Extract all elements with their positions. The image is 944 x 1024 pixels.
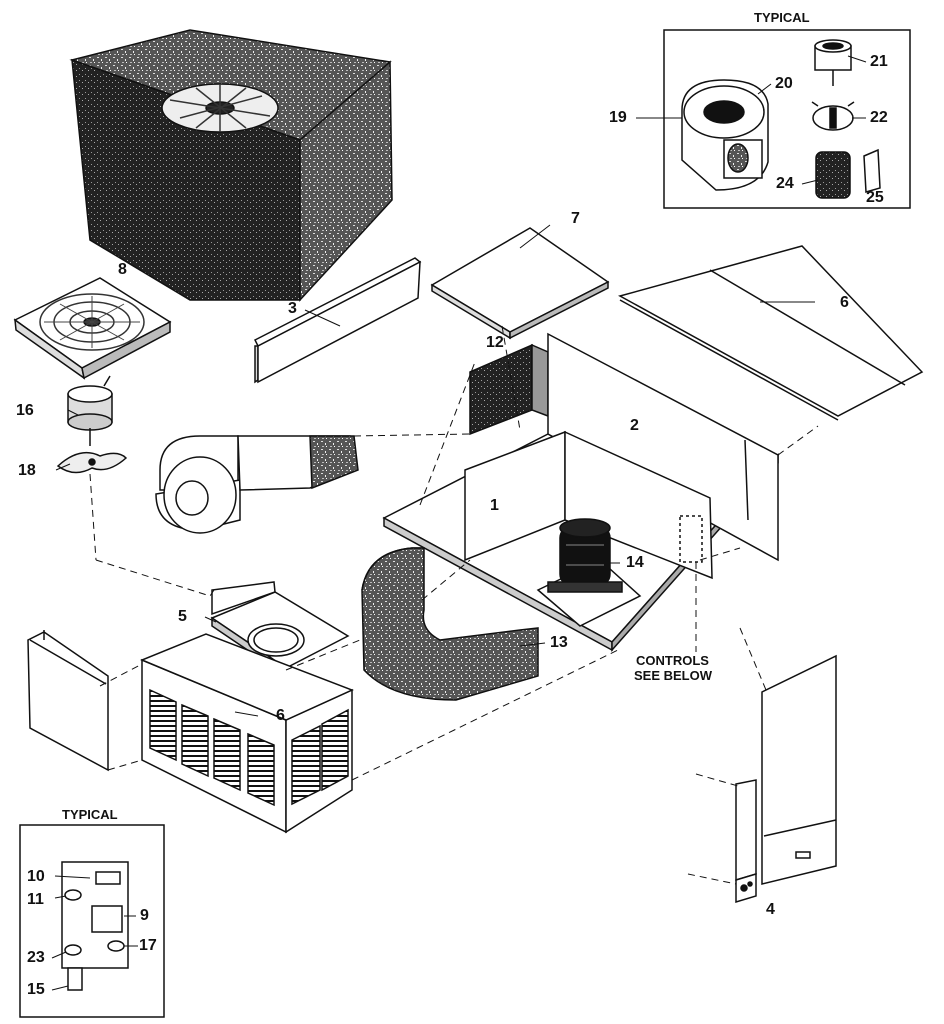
callout-20: 20 [775, 75, 793, 92]
callout-18: 18 [18, 462, 36, 479]
callout-6-shell: 6 [276, 707, 285, 724]
callout-9: 9 [140, 907, 149, 924]
callout-21: 21 [870, 53, 888, 70]
fan-motor [67, 375, 113, 446]
callout-22: 22 [870, 109, 888, 126]
callout-13: 13 [550, 634, 568, 651]
fan-blade [56, 451, 128, 474]
callout-14: 14 [626, 554, 644, 571]
controls-inset-heading: TYPICAL [62, 807, 118, 822]
blower-wheel-segment [863, 148, 881, 193]
control-panel-plate [61, 861, 129, 991]
blower-motor [814, 39, 852, 86]
leader-lines [51, 55, 867, 991]
callout-15: 15 [27, 981, 45, 998]
blower-wheel [815, 151, 851, 199]
front-service-panel [735, 654, 837, 904]
callout-19: 19 [609, 109, 627, 126]
callout-5: 5 [178, 608, 187, 625]
callout-7: 7 [571, 210, 580, 227]
fan-grille [13, 277, 172, 380]
blower-wheel-housing [681, 79, 769, 191]
assembled-unit-illustration [69, 29, 393, 302]
evaporator-coil [469, 343, 549, 436]
top-panel-strip [253, 257, 422, 384]
callout-1: 1 [490, 497, 499, 514]
assembly-dashed-lines [89, 325, 819, 885]
callout-24: 24 [776, 175, 794, 192]
callout-3: 3 [288, 300, 297, 317]
blower-housing [155, 435, 359, 534]
louvered-outer-shell [140, 633, 354, 834]
controls-note-line2: SEE BELOW [634, 668, 713, 683]
callout-23: 23 [27, 949, 45, 966]
callout-12: 12 [486, 334, 504, 351]
motor-mount-ring [811, 101, 855, 131]
top-cover-panel [618, 245, 924, 421]
callout-8: 8 [118, 261, 127, 278]
compressor [536, 518, 642, 627]
callout-2: 2 [630, 417, 639, 434]
callout-6-top-cover: 6 [840, 294, 849, 311]
callout-11: 11 [27, 891, 44, 908]
controls-note-line1: CONTROLS [636, 653, 709, 668]
callout-16: 16 [16, 402, 34, 419]
blower-inset-heading: TYPICAL [754, 10, 810, 25]
callout-4: 4 [766, 901, 775, 918]
controls-box-outline [679, 515, 703, 563]
callout-10: 10 [27, 868, 45, 885]
callout-25: 25 [866, 189, 884, 206]
side-access-panel [27, 630, 109, 772]
condenser-coil [361, 547, 539, 701]
access-lid [430, 227, 610, 340]
callout-17: 17 [139, 937, 157, 954]
